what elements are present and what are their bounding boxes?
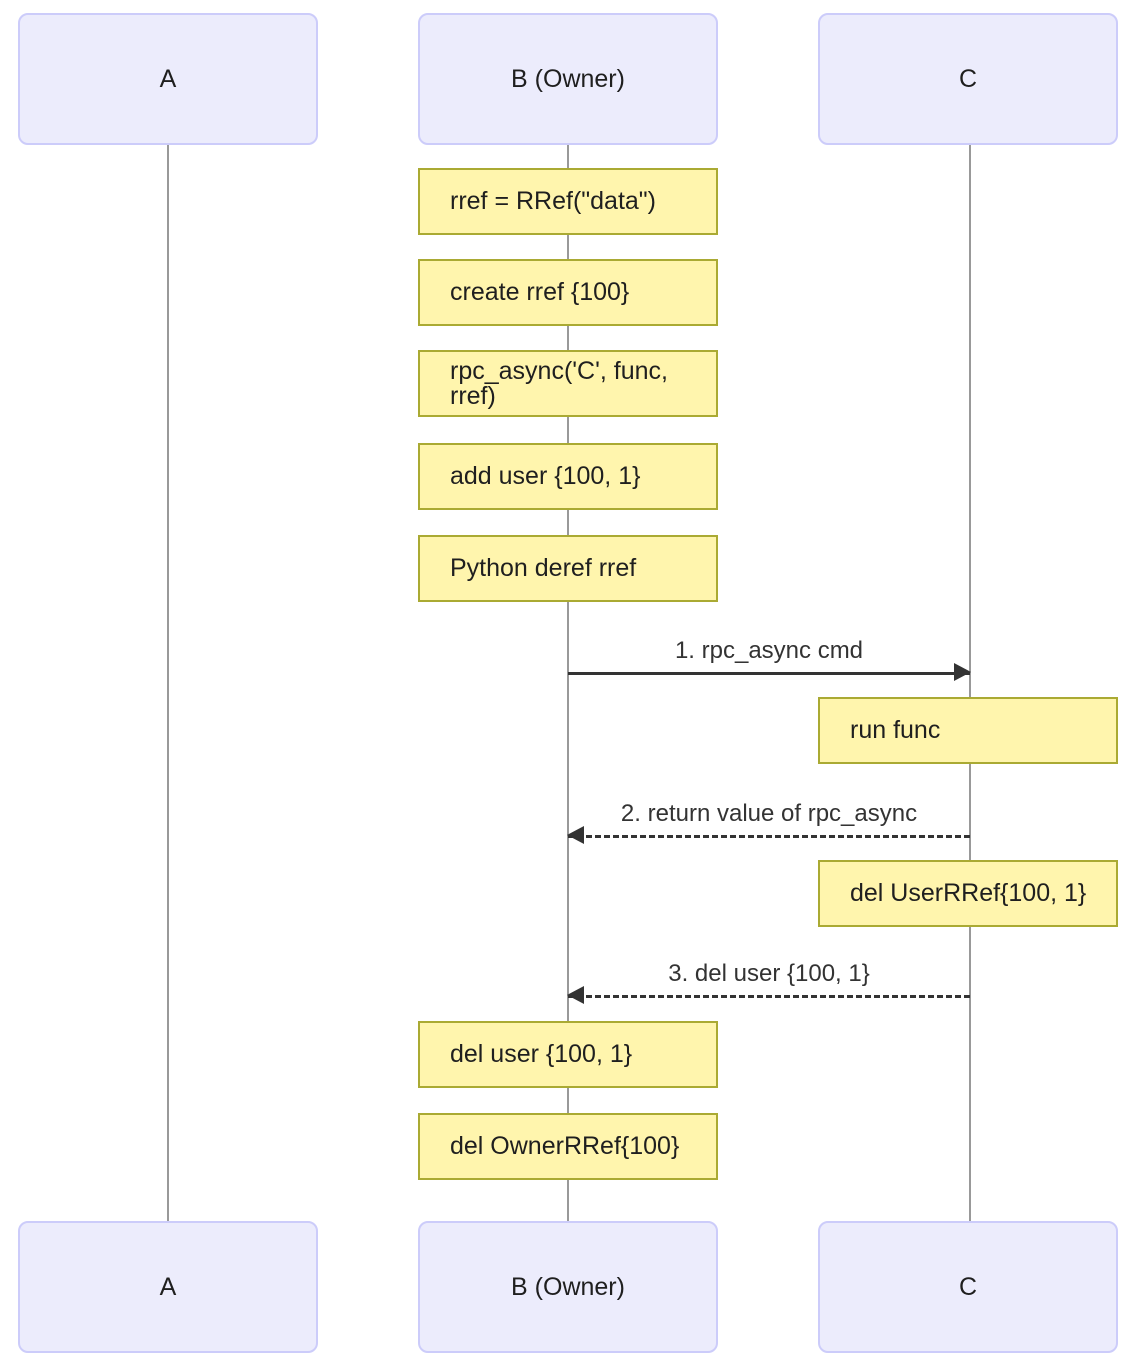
participant-b-top[interactable]: B (Owner): [418, 13, 718, 145]
message-2-return-value: 2. return value of rpc_async: [567, 802, 970, 844]
note-create-rref: create rref {100}: [418, 259, 718, 326]
message-1-label: 1. rpc_async cmd: [674, 637, 864, 664]
note-del-userrref-text: del UserRRef{100, 1}: [850, 879, 1087, 907]
note-del-ownerrref: del OwnerRRef{100}: [418, 1113, 718, 1180]
note-del-ownerrref-text: del OwnerRRef{100}: [450, 1132, 680, 1160]
note-python-deref: Python deref rref: [418, 535, 718, 602]
message-1-line: [568, 672, 970, 675]
note-rref-create: rref = RRef("data"): [418, 168, 718, 235]
note-rpc-async-text: rpc_async('C', func, rref): [450, 356, 668, 410]
message-3-label: 3. del user {100, 1}: [668, 960, 870, 987]
message-3-line: [568, 995, 970, 998]
arrowhead-left-icon: [567, 826, 584, 844]
lifeline-c: [969, 145, 971, 1221]
participant-a-bottom-label: A: [159, 1272, 177, 1301]
message-2-line: [568, 835, 970, 838]
note-add-user: add user {100, 1}: [418, 443, 718, 510]
note-add-user-text: add user {100, 1}: [450, 462, 641, 490]
note-rref-create-text: rref = RRef("data"): [450, 187, 657, 215]
note-create-rref-text: create rref {100}: [450, 278, 630, 306]
message-1-rpc-async-cmd: 1. rpc_async cmd: [568, 639, 971, 681]
participant-c-bottom[interactable]: C: [818, 1221, 1118, 1353]
note-del-user: del user {100, 1}: [418, 1021, 718, 1088]
arrowhead-left-icon: [567, 986, 584, 1004]
participant-b-bottom-label: B (Owner): [511, 1272, 625, 1301]
participant-c-bottom-label: C: [958, 1272, 978, 1301]
note-run-func-text: run func: [850, 716, 941, 744]
arrowhead-right-icon: [954, 663, 971, 681]
note-rpc-async: rpc_async('C', func, rref): [418, 350, 718, 417]
participant-a-top[interactable]: A: [18, 13, 318, 145]
participant-b-top-label: B (Owner): [511, 64, 625, 93]
note-del-userrref: del UserRRef{100, 1}: [818, 860, 1118, 927]
participant-c-top-label: C: [958, 64, 978, 93]
lifeline-a: [167, 145, 169, 1221]
note-run-func: run func: [818, 697, 1118, 764]
note-python-deref-text: Python deref rref: [450, 554, 637, 582]
note-del-user-text: del user {100, 1}: [450, 1040, 633, 1068]
participant-a-top-label: A: [159, 64, 177, 93]
participant-a-bottom[interactable]: A: [18, 1221, 318, 1353]
message-3-del-user: 3. del user {100, 1}: [567, 962, 970, 1004]
participant-b-bottom[interactable]: B (Owner): [418, 1221, 718, 1353]
message-2-label: 2. return value of rpc_async: [620, 800, 918, 827]
lifeline-b: [567, 145, 569, 1221]
participant-c-top[interactable]: C: [818, 13, 1118, 145]
